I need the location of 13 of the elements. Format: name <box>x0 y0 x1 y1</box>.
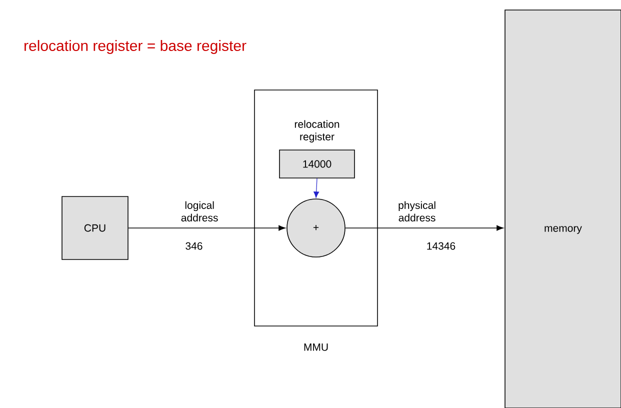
memory-box: memory <box>504 10 621 408</box>
cpu-box: CPU <box>62 196 128 260</box>
arrow <box>128 225 286 231</box>
edge-label: physical address <box>398 201 436 222</box>
arrow <box>314 178 320 198</box>
edge-label: logical address <box>181 201 218 222</box>
title: relocation register = base register <box>24 40 246 54</box>
arrow <box>345 225 504 231</box>
register-box: 14000 relocation register <box>279 120 355 178</box>
value-label: 14346 <box>427 242 456 250</box>
value-label: 346 <box>186 242 202 250</box>
node-label: relocation register <box>294 120 340 142</box>
node-label: MMU <box>304 344 328 351</box>
